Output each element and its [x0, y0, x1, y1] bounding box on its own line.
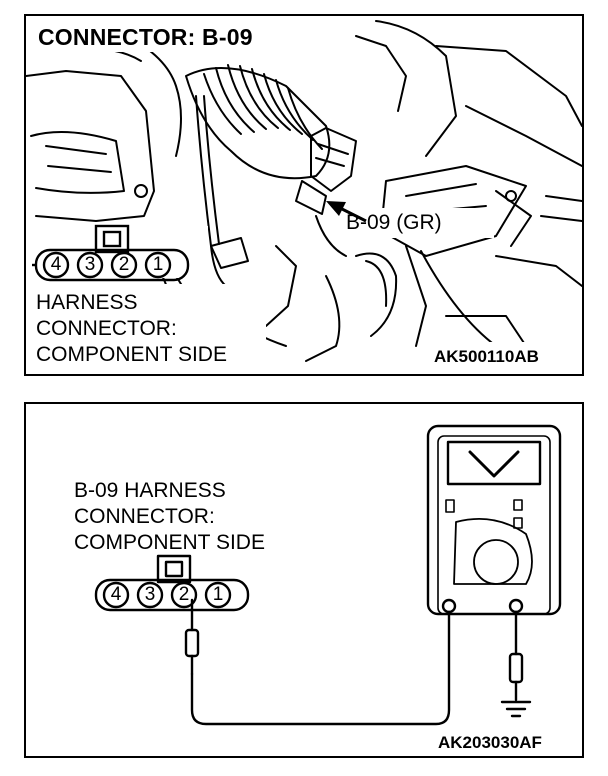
connector-label-line: CONNECTOR: [74, 505, 215, 528]
connector-label-line: COMPONENT SIDE [74, 531, 265, 554]
engine-bay-drawing [26, 20, 582, 370]
pin-label: 4 [110, 584, 122, 605]
figure-code: AK203030AF [438, 733, 542, 752]
pin-label: 1 [212, 584, 224, 605]
arrow-icon [326, 201, 367, 223]
pin-label: 4 [50, 254, 62, 275]
pin-label: 1 [152, 254, 164, 275]
connector-callout-label: B-09 (GR) [346, 211, 442, 234]
voltmeter-icon [426, 424, 562, 616]
harness-label-line: CONNECTOR: [36, 317, 177, 340]
pin-label: 3 [84, 254, 96, 275]
ground-icon [500, 700, 532, 718]
connector-label-line: B-09 HARNESS [74, 479, 226, 502]
connector-title: CONNECTOR: B-09 [38, 24, 253, 50]
figure-code: AK500110AB [434, 347, 539, 366]
voltage-test-diagram-panel: B-09 HARNESS CONNECTOR: COMPONENT SIDE 4… [24, 402, 584, 758]
probe-icon [184, 628, 200, 676]
connector-icon [94, 554, 250, 612]
harness-label-line: COMPONENT SIDE [36, 343, 227, 366]
test-wiring-drawing [94, 424, 562, 726]
connector-icon [32, 224, 190, 282]
harness-label-line: HARNESS [36, 291, 138, 314]
pin-label: 2 [118, 254, 130, 275]
pin-label: 3 [144, 584, 156, 605]
pin-label: 2 [178, 584, 190, 605]
engine-bay-illustration-panel: CONNECTOR: B-09 B-09 (GR) 4 3 2 1 HARNES… [24, 14, 584, 376]
